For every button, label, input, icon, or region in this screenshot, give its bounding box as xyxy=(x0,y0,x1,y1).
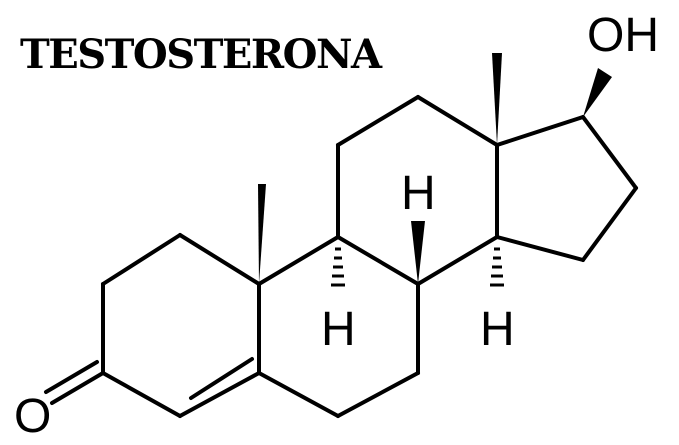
h-c8-label: H xyxy=(401,167,436,220)
h-c14-label: H xyxy=(480,303,515,356)
h-c14-hash xyxy=(490,247,504,287)
double-bond-c4-c5 xyxy=(189,357,254,400)
h-c9-hash xyxy=(331,247,345,287)
ring-b xyxy=(257,235,420,418)
methyl-c19-wedge xyxy=(258,184,266,284)
hydroxyl-wedge xyxy=(583,68,612,117)
ketone-group xyxy=(44,360,105,405)
ring-a xyxy=(101,233,261,418)
ketone-oxygen-label: O xyxy=(14,390,51,443)
ring-c xyxy=(336,95,499,286)
h-c9-label: H xyxy=(321,303,356,356)
h-c8-wedge xyxy=(411,221,425,284)
hydroxyl-label: OH xyxy=(587,9,659,62)
compound-title: TESTOSTERONA xyxy=(20,31,383,78)
ring-d xyxy=(495,115,638,262)
methyl-c18-wedge xyxy=(492,53,502,145)
